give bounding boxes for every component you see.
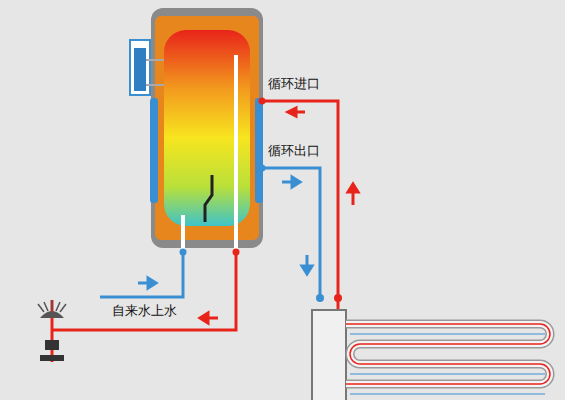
heat-exchanger-pad [255, 98, 263, 203]
tank-insulation [155, 16, 259, 240]
thermostat-box [130, 40, 150, 95]
thermostat-wire [146, 60, 164, 85]
pipe-label: 自来水上水 [110, 303, 179, 319]
tank-housing [151, 8, 263, 248]
circulation-outlet-pipe [262, 168, 320, 300]
heat-exchanger-pad [150, 98, 158, 203]
pipe-label: 循环出口 [266, 143, 322, 159]
shower-head [38, 300, 66, 361]
hot-supply-pipe [52, 250, 236, 330]
pipe-label: 循环进口 [266, 76, 322, 92]
cold-inlet-pipe [181, 215, 185, 250]
thermostat [134, 48, 146, 91]
flow-arrows [138, 108, 358, 323]
hot-outlet-pipe [234, 55, 238, 250]
cold-supply-pipe [100, 250, 183, 297]
heating-element [205, 175, 212, 222]
solar-collector [312, 294, 550, 400]
